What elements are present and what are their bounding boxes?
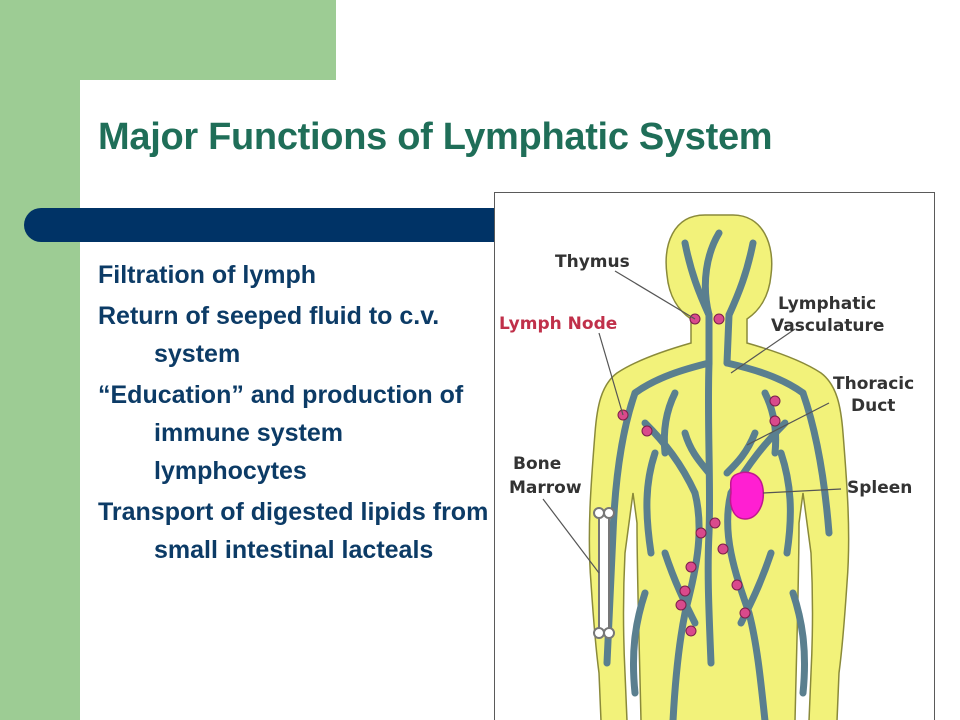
top-accent-block xyxy=(0,0,336,80)
bullet-item: Filtration of lymph xyxy=(98,261,317,289)
bullet-item: Transport of digested lipids from small … xyxy=(98,498,489,564)
lymph-nodes xyxy=(617,313,781,637)
lymphatic-system-illustration: Thymus Lymph Node Lymphatic Vasculature … xyxy=(494,192,935,720)
slide-title: Major Functions of Lymphatic System xyxy=(98,116,773,158)
label-thymus: Thymus xyxy=(555,252,630,272)
label-lymph-node: Lymph Node xyxy=(499,314,617,334)
left-accent-band xyxy=(0,0,80,720)
bullet-item: “Education” and production of immune sys… xyxy=(98,381,464,485)
bullet-list: Filtration of lymph Return of seeped flu… xyxy=(98,256,493,572)
bone-marrow-bone xyxy=(593,507,615,639)
figure-labels: Thymus Lymph Node Lymphatic Vasculature … xyxy=(499,252,914,498)
label-bone-line1: Bone xyxy=(513,454,561,474)
label-thoracic-line2: Duct xyxy=(851,396,895,416)
spleen-organ xyxy=(729,471,765,520)
label-bone-line2: Marrow xyxy=(509,478,582,498)
leader-lines xyxy=(542,270,842,574)
label-lymphatic-line1: Lymphatic xyxy=(778,294,876,314)
divider-bar xyxy=(24,208,504,242)
label-lymphatic-line2: Vasculature xyxy=(771,316,884,336)
label-spleen: Spleen xyxy=(847,478,912,498)
body-diagram-svg: Thymus Lymph Node Lymphatic Vasculature … xyxy=(499,214,914,720)
bullet-item: Return of seeped fluid to c.v. system xyxy=(98,302,440,368)
body-silhouette xyxy=(588,214,850,720)
label-thoracic-line1: Thoracic xyxy=(833,374,914,394)
